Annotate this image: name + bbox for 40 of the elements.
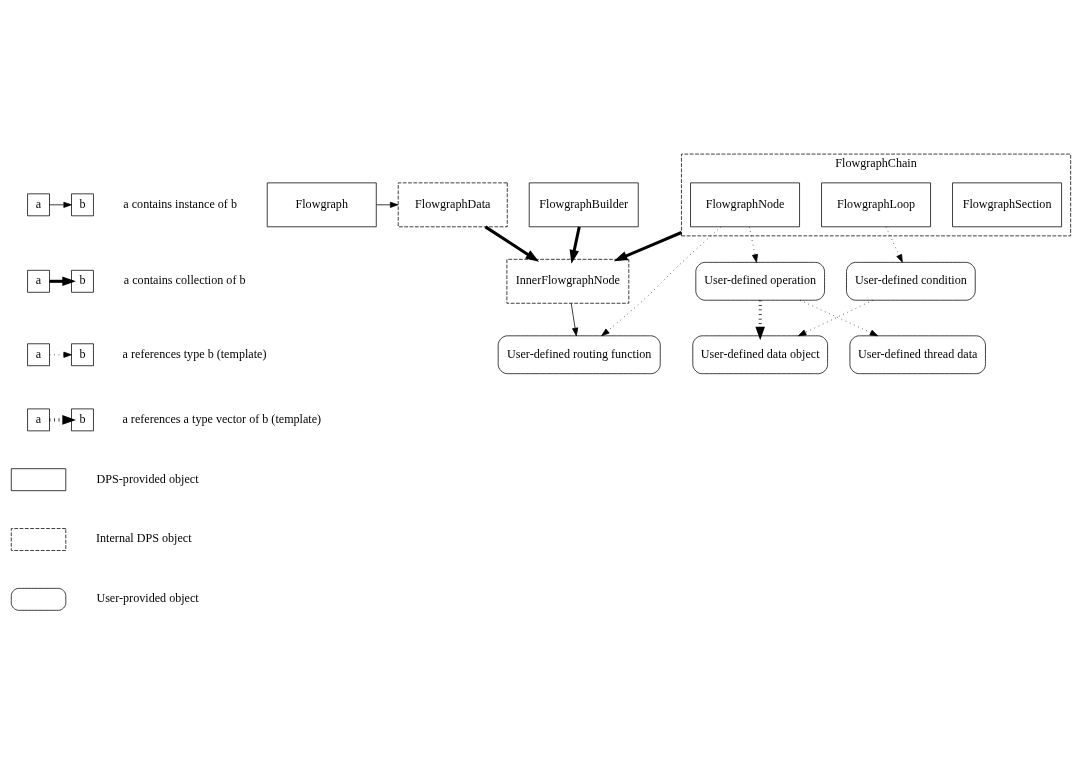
arrow (376, 201, 399, 208)
node-box: FlowgraphBuilder (528, 182, 639, 227)
node-box: Flowgraph (266, 182, 377, 227)
arrow (484, 225, 540, 262)
node-box: b (71, 408, 94, 431)
node-box: b (71, 342, 94, 366)
arrow (49, 351, 72, 358)
node-box: User-defined thread data (849, 334, 986, 374)
node-box: InnerFlowgraphNode (506, 258, 630, 304)
arrow (570, 302, 579, 336)
node-box: a (27, 269, 50, 293)
node-box (10, 467, 67, 491)
node-box (10, 527, 67, 551)
node-box: FlowgraphData (397, 182, 508, 227)
node-box: FlowgraphLoop (821, 182, 931, 227)
legend-label: DPS-provided object (96, 471, 199, 486)
node-box: User-defined condition (846, 261, 976, 301)
arrow (613, 230, 683, 261)
node-box: a (27, 342, 50, 366)
legend-label: a contains instance of b (123, 196, 237, 211)
arrow (601, 225, 722, 336)
node-box: b (71, 192, 94, 216)
node-box: FlowgraphNode (690, 182, 800, 227)
node-box: b (71, 269, 94, 293)
arrow (49, 201, 72, 208)
arrow (748, 226, 758, 263)
legend-label: Internal DPS object (96, 530, 192, 545)
arrow (885, 226, 903, 263)
legend-label: a contains collection of b (123, 272, 246, 287)
node-box: User-defined operation (695, 261, 825, 301)
arrow (569, 226, 581, 264)
node-box: User-defined routing function (497, 334, 661, 374)
legend-label: a references type b (template) (122, 346, 267, 361)
node-box: a (27, 408, 50, 431)
legend-label: User-provided object (96, 590, 199, 605)
node-box: a (27, 192, 50, 216)
node-box: User-defined data object (692, 334, 828, 374)
node-box (10, 587, 67, 611)
legend-label: a references a type vector of b (template) (122, 411, 322, 426)
node-box: FlowgraphSection (952, 182, 1062, 227)
